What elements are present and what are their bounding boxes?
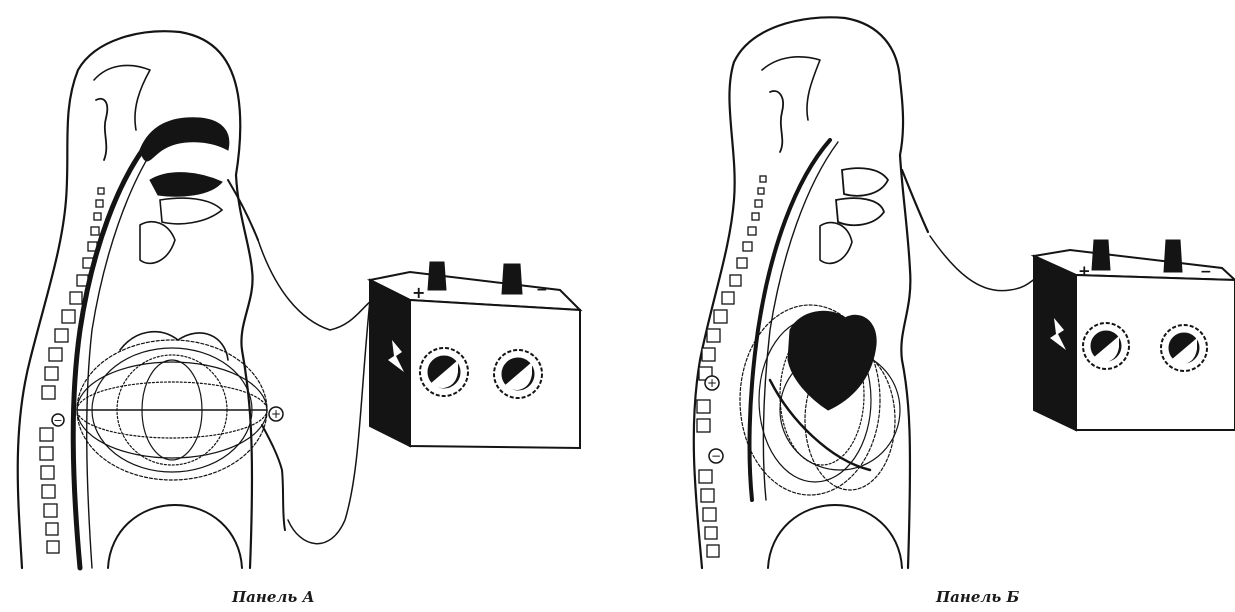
panel-b-box-side xyxy=(1034,256,1076,430)
panel-a-dial-right xyxy=(494,350,542,398)
panel-a-return-wire xyxy=(288,300,370,544)
panel-a-throat-white xyxy=(140,222,175,264)
panel-a-dial-left xyxy=(420,348,468,396)
panel-b-throat xyxy=(820,223,852,264)
panel-a-mouth xyxy=(150,173,222,197)
panel-a-heart-field xyxy=(77,332,267,480)
panel-a-neck-wire xyxy=(258,240,372,330)
panel-a-illustration: − + + − xyxy=(18,31,580,568)
panel-a-oral-white xyxy=(160,198,222,224)
panel-b-illustration: + − + − xyxy=(694,17,1235,568)
panel-a-box-side xyxy=(370,280,410,446)
panel-b-pacemaker: + − xyxy=(1034,240,1235,430)
panel-b-plus-terminal xyxy=(1092,240,1110,270)
panel-b-dial-right xyxy=(1161,325,1207,371)
panel-a-chest-lead xyxy=(262,425,285,530)
panel-b-ear xyxy=(770,91,783,152)
panel-a-terminal-plus-label: + xyxy=(412,283,425,302)
panel-b-face-inner xyxy=(762,57,820,120)
panel-b-minus-terminal xyxy=(1164,240,1182,272)
panel-b-plus-label: + xyxy=(707,376,717,390)
panel-a-minus-terminal xyxy=(502,264,522,294)
panel-a-face-inner xyxy=(94,65,150,130)
panel-a-spine xyxy=(40,188,104,553)
panel-a-caption: Панель А xyxy=(232,588,315,606)
panel-a-plus-terminal xyxy=(428,262,446,290)
panel-b-dial-left xyxy=(1083,323,1129,369)
panel-a-pharynx xyxy=(140,118,229,161)
panel-a-minus-label: − xyxy=(53,414,62,427)
panel-b-abdomen xyxy=(768,505,902,568)
panel-b-caption: Панель Б xyxy=(936,588,1019,606)
panel-b-spine xyxy=(697,176,766,557)
panel-a-ear xyxy=(96,99,107,160)
panel-a-nasal-lead xyxy=(228,180,258,240)
panel-b-heart xyxy=(788,311,876,410)
panel-b-terminal-minus-label: − xyxy=(1200,264,1212,280)
panel-a-plus-label: + xyxy=(271,407,281,421)
panel-a-terminal-minus-label: − xyxy=(536,282,548,298)
panel-b-terminal-plus-label: + xyxy=(1078,262,1091,280)
panel-b-oral-lower xyxy=(836,198,884,225)
panel-b-wire xyxy=(930,236,1036,291)
panel-a-abdomen xyxy=(108,505,242,568)
panel-a-pacemaker: + − xyxy=(370,262,580,448)
panel-b-oral-upper xyxy=(842,168,888,196)
panel-b-minus-label: − xyxy=(711,449,721,463)
